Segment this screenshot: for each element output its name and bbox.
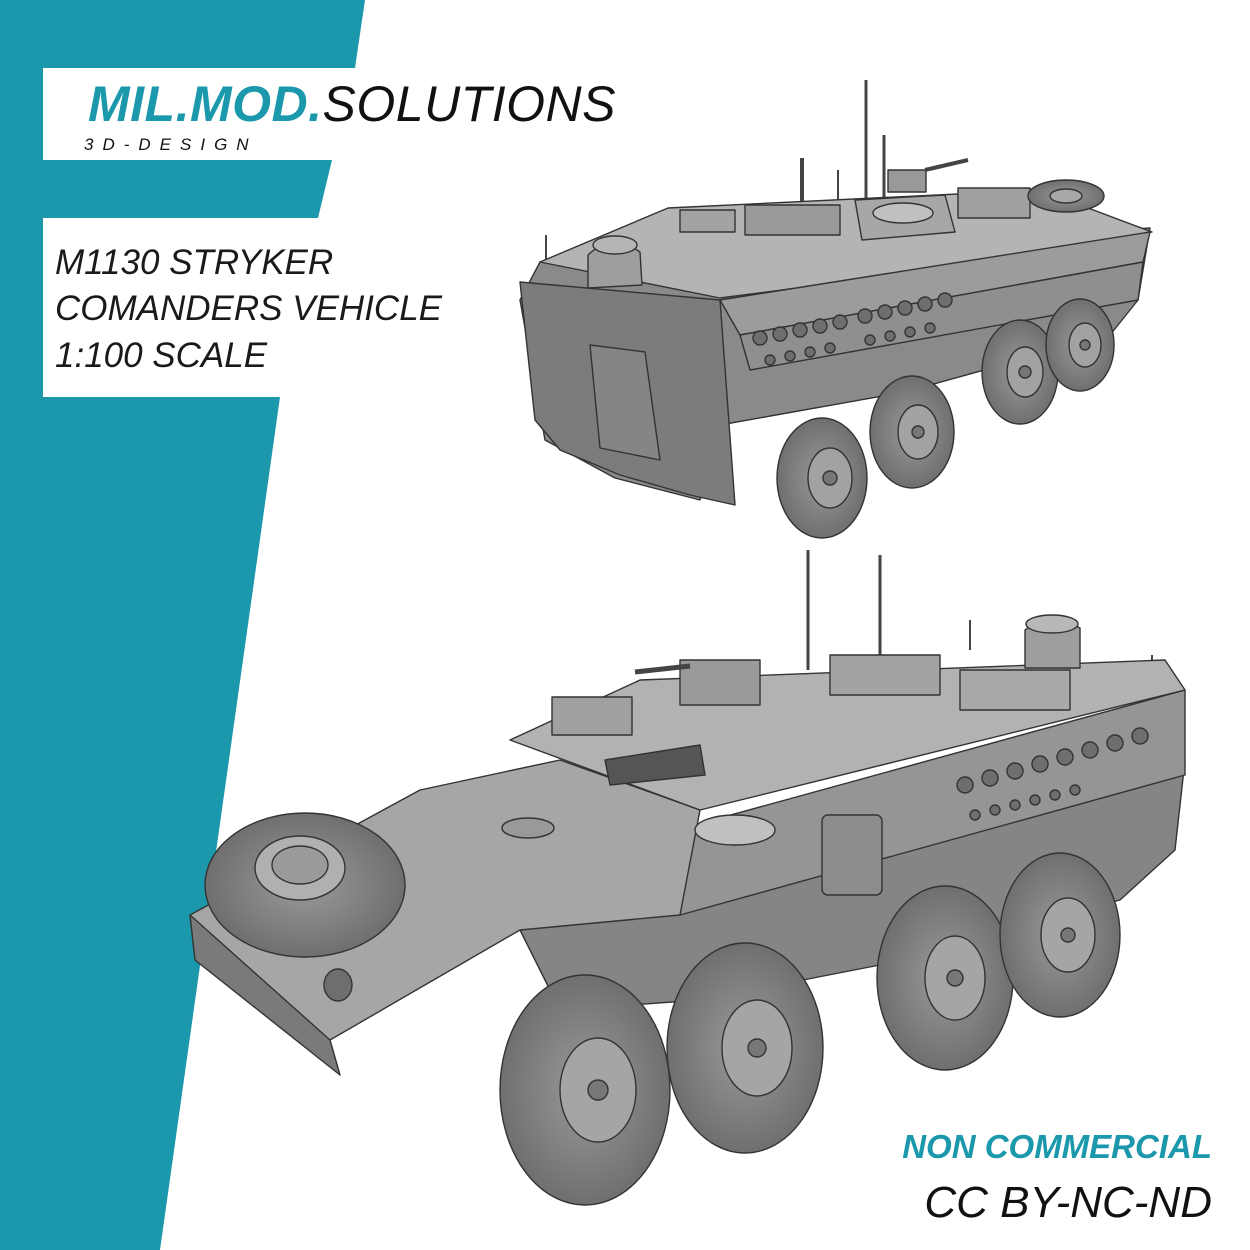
stryker-rear-view <box>519 80 1153 539</box>
brand-tagline: 3D-DESIGN <box>84 135 258 154</box>
title-line-model: M1130 STRYKER <box>55 243 334 282</box>
brand-logo: MIL.MOD.SOLUTIONS <box>88 78 616 130</box>
top-wheels <box>776 298 1115 539</box>
bottom-wheels <box>499 852 1121 1206</box>
logo-panel <box>43 68 631 160</box>
license-name: CC BY-NC-ND <box>924 1178 1212 1227</box>
stryker-front-view <box>189 550 1186 1206</box>
teal-band <box>0 0 365 1250</box>
title-line-scale: 1:100 SCALE <box>55 336 268 375</box>
title-line-variant: COMANDERS VEHICLE <box>55 289 443 328</box>
title-panel <box>43 218 463 396</box>
brand-accent-text: MIL.MOD. <box>88 76 323 132</box>
brand-rest-text: SOLUTIONS <box>322 76 616 132</box>
license-tag: NON COMMERCIAL <box>902 1128 1212 1165</box>
